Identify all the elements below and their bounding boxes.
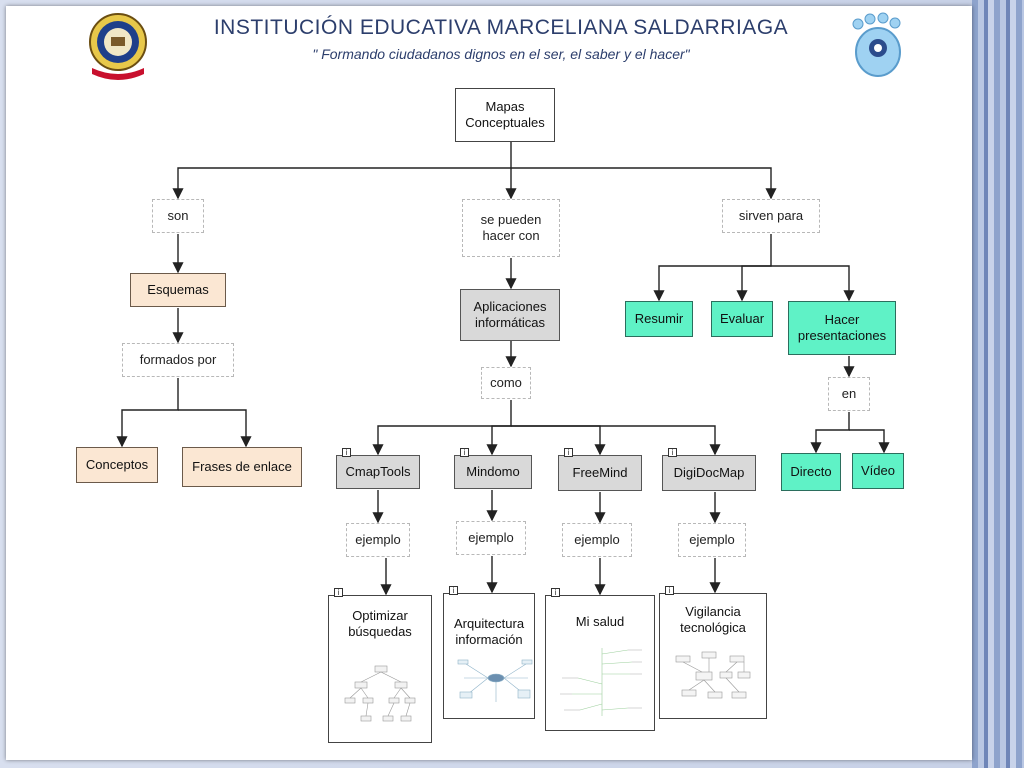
- connector-formados-conceptos: [116, 378, 179, 448]
- concept-resumir: Resumir: [625, 301, 693, 337]
- resource-label: Arquitectura información: [453, 616, 525, 648]
- resource-label: Mi salud: [575, 614, 625, 629]
- tool-digidocmap: DigiDocMap: [662, 455, 756, 491]
- connector-sirven-resumir: [653, 234, 772, 302]
- info-icon[interactable]: i: [342, 448, 351, 457]
- connector-como-mindomo: [486, 425, 511, 456]
- link-se-pueden-hacer-con: se pueden hacer con: [462, 199, 560, 257]
- concept-video: Vídeo: [852, 453, 904, 489]
- mini-map-thumbnail: [675, 651, 751, 699]
- link-como: como: [481, 367, 531, 399]
- connector-en-video: [849, 429, 890, 454]
- resource-label: Vigilancia tecnológica: [680, 604, 746, 636]
- link-ejemplo-freemind: ejemplo: [562, 523, 632, 557]
- connector-sirven-evaluar: [736, 265, 771, 302]
- info-icon[interactable]: i: [665, 586, 674, 595]
- link-en: en: [828, 377, 870, 411]
- link-ejemplo-cmaptools: ejemplo: [346, 523, 410, 557]
- connector-formados-frases: [178, 409, 252, 448]
- info-icon[interactable]: i: [564, 448, 573, 457]
- connector-como-freemind: [511, 425, 606, 456]
- institution-title: INSTITUCIÓN EDUCATIVA MARCELIANA SALDARR…: [213, 16, 789, 39]
- footprint-mascot-icon: [852, 12, 901, 77]
- concept-hacer-presentaciones: Hacer presentaciones: [788, 301, 896, 355]
- concept-aplicaciones-informaticas: Aplicaciones informáticas: [460, 289, 560, 341]
- connector-como-digidocmap: [511, 425, 721, 456]
- info-icon[interactable]: i: [551, 588, 560, 597]
- connector-sirven-presentaciones: [771, 265, 855, 302]
- resource-mi-salud[interactable]: Mi salud: [545, 595, 655, 731]
- tool-freemind: FreeMind: [558, 455, 642, 491]
- tool-cmaptools: CmapTools: [336, 455, 420, 489]
- decorative-stripes: [972, 0, 1024, 768]
- mini-map-thumbnail: [560, 648, 642, 716]
- concept-frases-de-enlace: Frases de enlace: [182, 447, 302, 487]
- info-icon[interactable]: i: [460, 448, 469, 457]
- mini-map-thumbnail: [344, 665, 416, 722]
- concept-mapas-conceptuales: Mapas Conceptuales: [455, 88, 555, 142]
- slide: INSTITUCIÓN EDUCATIVA MARCELIANA SALDARR…: [6, 6, 972, 760]
- connector-como-cmaptools: [372, 400, 512, 456]
- resource-arquitectura-informacion[interactable]: Arquitectura información: [443, 593, 535, 719]
- concept-conceptos: Conceptos: [76, 447, 158, 483]
- mini-map-thumbnail: [457, 659, 533, 702]
- link-sirven-para: sirven para: [722, 199, 820, 233]
- link-ejemplo-mindomo: ejemplo: [456, 521, 526, 555]
- connector-root-sirven: [511, 167, 777, 200]
- link-ejemplo-digidocmap: ejemplo: [678, 523, 746, 557]
- concept-directo: Directo: [781, 453, 841, 491]
- tool-mindomo: Mindomo: [454, 455, 532, 489]
- connector-root-son: [172, 142, 512, 200]
- info-icon[interactable]: i: [334, 588, 343, 597]
- link-son: son: [152, 199, 204, 233]
- link-formados-por: formados por: [122, 343, 234, 377]
- concept-esquemas: Esquemas: [130, 273, 226, 307]
- connector-en-directo: [810, 412, 850, 454]
- school-seal-icon: [89, 13, 147, 80]
- resource-optimizar-busquedas[interactable]: Optimizar búsquedas: [328, 595, 432, 743]
- info-icon[interactable]: i: [668, 448, 677, 457]
- info-icon[interactable]: i: [449, 586, 458, 595]
- concept-evaluar: Evaluar: [711, 301, 773, 337]
- resource-vigilancia-tecnologica[interactable]: Vigilancia tecnológica: [659, 593, 767, 719]
- resource-label: Optimizar búsquedas: [348, 608, 412, 640]
- concept-map-connectors: [116, 142, 890, 596]
- institution-motto: " Formando ciudadanos dignos en el ser, …: [312, 46, 690, 62]
